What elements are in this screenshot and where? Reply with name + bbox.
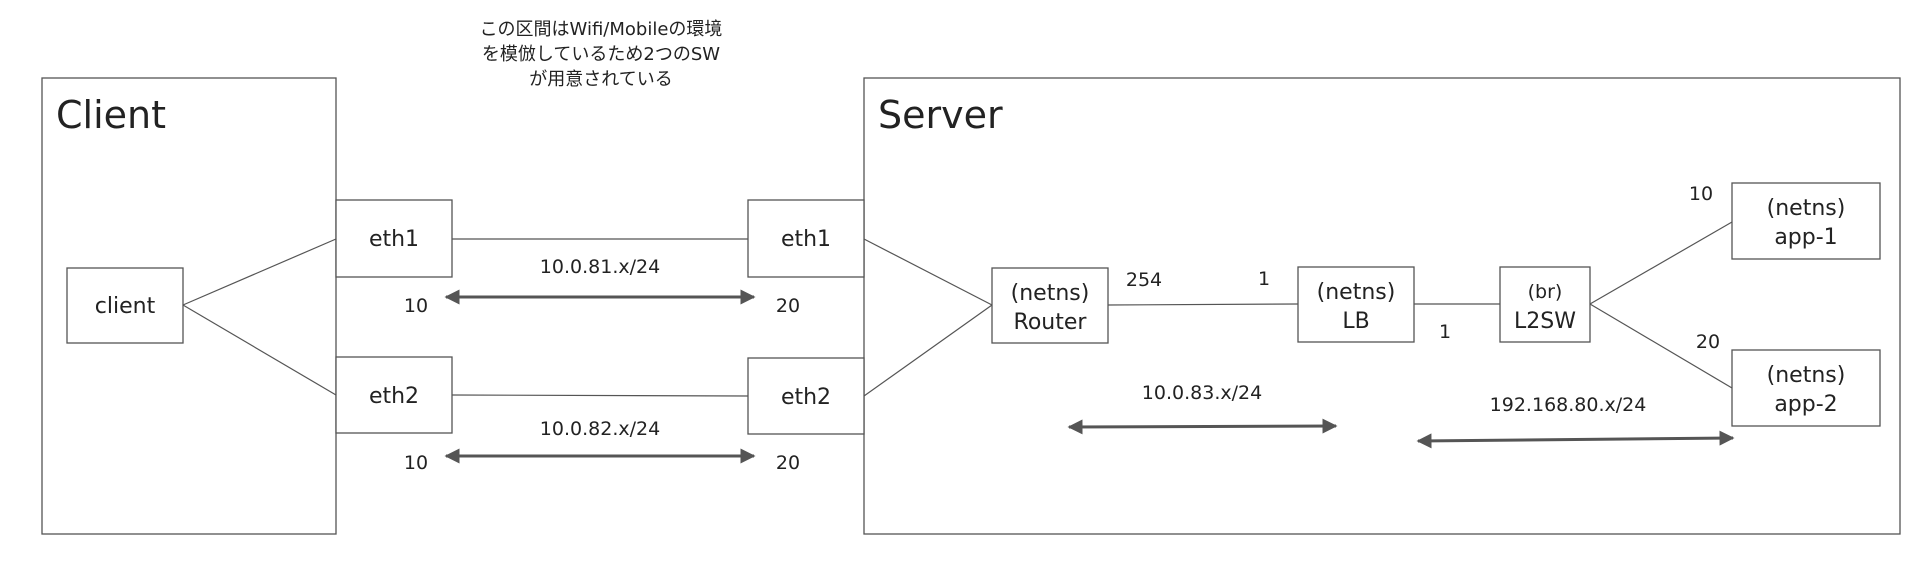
l2sw-label-line2: L2SW [1514,309,1576,334]
client-eth2-label: eth2 [369,384,419,409]
wires [182,221,1733,397]
app1-label-line1: (netns) [1767,196,1846,221]
lb-label-line1: (netns) [1317,280,1396,305]
router-label-line2: Router [1014,310,1088,335]
l2sw-label-line1: (br) [1528,281,1563,303]
wire-eth2-eth2 [451,394,749,397]
note-line-2: を模倣しているため2つのSW [482,44,720,65]
wire-server-eth2-router [863,304,993,397]
net83-router-host: 254 [1126,269,1162,291]
wire-client-eth1 [182,238,337,306]
note-line-3: が用意されている [529,69,672,90]
net80-lb-host: 1 [1439,321,1451,343]
client-eth2: eth2 [335,356,453,434]
wire-client-eth2 [182,304,337,396]
net82-subnet-label: 10.0.82.x/24 [540,418,660,440]
server-title: Server [878,93,1003,137]
net80-subnet-label: 192.168.80.x/24 [1490,394,1647,416]
net83-lb-host: 1 [1258,268,1270,290]
net80-app1-host: 10 [1689,183,1713,205]
wire-server-eth1-router [863,238,993,306]
note-line-1: この区間はWifi/Mobileの環境 [480,19,723,40]
lb-node: (netns) LB [1297,266,1415,343]
app2-node: (netns) app-2 [1731,349,1881,427]
net80-arrow [1416,430,1735,449]
net83-arrow [1067,418,1338,435]
client-eth1: eth1 [335,199,453,278]
server-eth1-label: eth1 [781,227,831,252]
wire-l2sw-app1 [1589,221,1733,305]
app2-label-line1: (netns) [1767,363,1846,388]
server-eth2: eth2 [747,357,865,435]
net80-app2-host: 20 [1696,331,1720,353]
client-node-label: client [95,294,156,319]
app1-node: (netns) app-1 [1731,182,1881,260]
client-title: Client [56,93,166,137]
net81-right-host: 20 [776,295,800,317]
router-label-line1: (netns) [1011,281,1090,306]
client-eth1-label: eth1 [369,227,419,252]
net82-right-host: 20 [776,452,800,474]
client-node: client [66,267,184,344]
app2-label-line2: app-2 [1774,392,1837,417]
net83-subnet-label: 10.0.83.x/24 [1142,382,1262,404]
lb-label-line2: LB [1342,309,1369,334]
wire-router-lb [1107,303,1299,306]
net81-subnet-label: 10.0.81.x/24 [540,256,660,278]
l2sw-node: (br) L2SW [1499,266,1591,343]
net82-left-host: 10 [404,452,428,474]
wire-l2sw-app2 [1589,303,1733,389]
net81-left-host: 10 [404,295,428,317]
server-eth1: eth1 [747,199,865,278]
app1-label-line2: app-1 [1774,225,1837,250]
router-node: (netns) Router [991,267,1109,344]
server-eth2-label: eth2 [781,385,831,410]
